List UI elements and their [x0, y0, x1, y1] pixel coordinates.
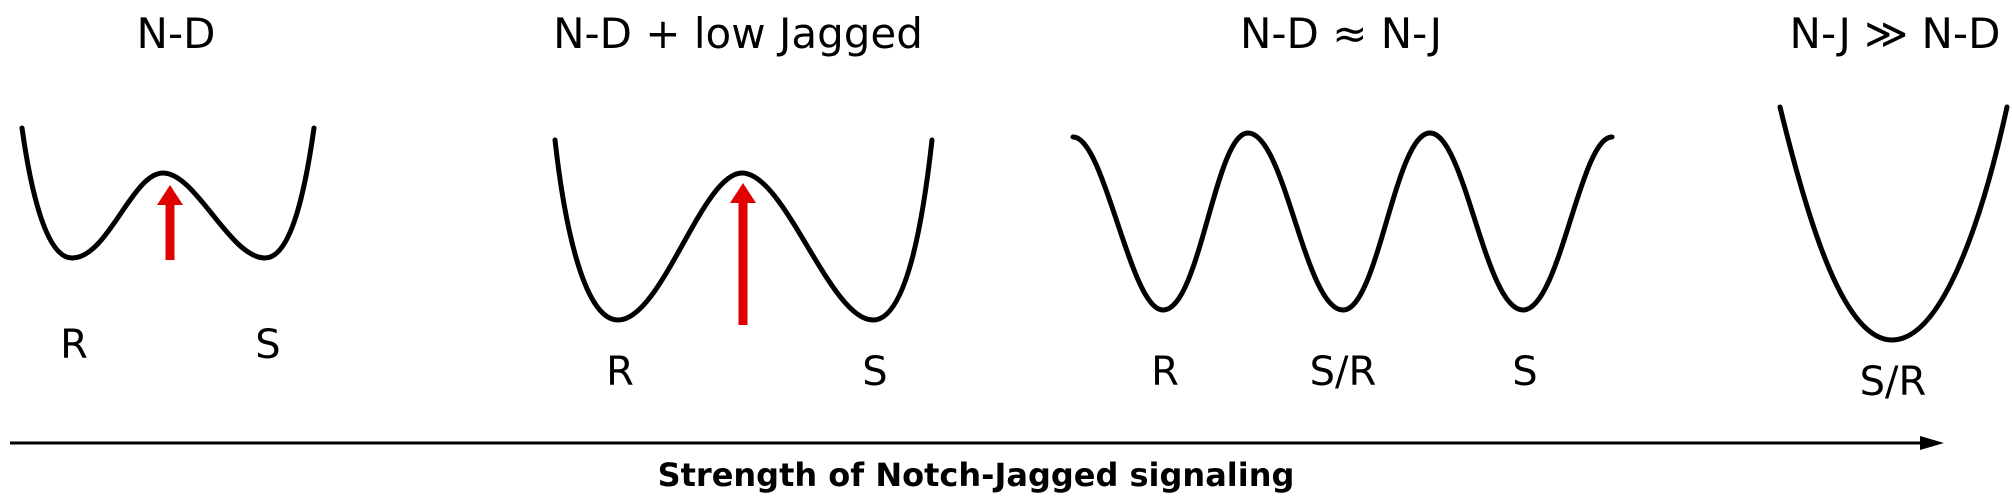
landscape-curve-nj-much-greater-nd: [1777, 104, 2010, 343]
axis-label: Strength of Notch-Jagged signaling: [658, 456, 1295, 494]
landscape-curve-nd-approx-nj: [1070, 130, 1615, 313]
well-label-r: R: [606, 349, 634, 395]
panel-nd: N-D R S: [19, 9, 317, 368]
panel-title-nd-approx-nj: N-D ≈ N-J: [1240, 9, 1442, 58]
landscape-curve-nd: [19, 125, 317, 261]
panel-title-nd-low-jagged: N-D + low Jagged: [553, 9, 923, 58]
well-label-s-r: S/R: [1310, 349, 1377, 395]
axis-arrow-icon: [1920, 436, 1944, 450]
panel-nj-much-greater-nd: N-J ≫ N-D S/R: [1777, 9, 2010, 405]
barrier-arrow-nd-low-jagged: [730, 183, 756, 325]
well-label-s-r: S/R: [1860, 359, 1927, 405]
well-label-s: S: [1512, 349, 1537, 395]
landscape-curve-nd-low-jagged: [552, 137, 935, 323]
signaling-strength-axis: Strength of Notch-Jagged signaling: [10, 436, 1944, 494]
panel-nd-approx-nj: N-D ≈ N-J R S/R S: [1070, 9, 1615, 395]
panel-title-nd: N-D: [137, 9, 216, 58]
well-label-r: R: [1151, 349, 1179, 395]
barrier-arrow-nd: [157, 185, 183, 260]
well-label-s: S: [255, 322, 280, 368]
panel-nd-low-jagged: N-D + low Jagged R S: [552, 9, 935, 395]
well-label-s: S: [862, 349, 887, 395]
well-label-r: R: [60, 322, 88, 368]
panel-title-nj-much-greater-nd: N-J ≫ N-D: [1790, 9, 2001, 58]
